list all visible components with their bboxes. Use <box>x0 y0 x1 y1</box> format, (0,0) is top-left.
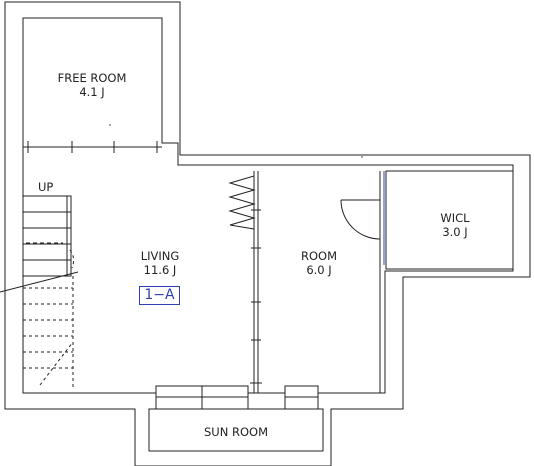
section-cut-line <box>0 271 79 293</box>
sun-room-label: SUN ROOM <box>186 425 286 439</box>
sun-room-name: SUN ROOM <box>204 425 268 439</box>
living-label: LIVING 11.6 J <box>120 249 200 277</box>
door-swing <box>340 199 381 240</box>
free-room-label: FREE ROOM 4.1 J <box>52 71 132 99</box>
staircase-lower <box>23 276 74 388</box>
free-room-name: FREE ROOM <box>57 71 127 85</box>
unit-badge: 1−A <box>139 286 180 305</box>
zigzag-symbol <box>228 175 256 230</box>
stairs-label: UP <box>38 180 53 194</box>
sun-room-box <box>148 408 324 452</box>
room-size: 6.0 J <box>306 263 332 277</box>
wicl-label: WICL 3.0 J <box>415 211 495 239</box>
free-room-partition <box>23 141 162 153</box>
free-room-size: 4.1 J <box>79 85 105 99</box>
wicl-size: 3.0 J <box>442 225 468 239</box>
inner-wall <box>22 17 514 394</box>
outer-wall <box>4 1 531 466</box>
wicl-box <box>385 170 514 270</box>
stairs-up-text: UP <box>38 180 54 194</box>
south-windows <box>155 385 319 410</box>
wicl-name: WICL <box>440 211 470 225</box>
living-size: 11.6 J <box>143 263 177 277</box>
living-name: LIVING <box>140 249 180 263</box>
room-name: ROOM <box>300 249 338 263</box>
staircase <box>22 195 75 277</box>
room-label: ROOM 6.0 J <box>279 249 359 277</box>
room-partition <box>251 171 261 393</box>
